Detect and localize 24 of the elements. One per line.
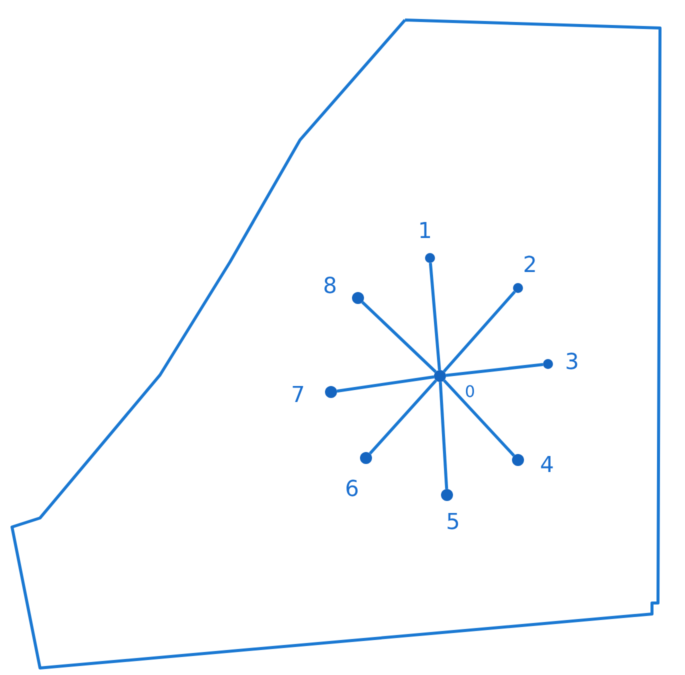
spoke-line: [361, 301, 437, 373]
end-point: [441, 489, 453, 501]
point-number: 2: [523, 255, 537, 277]
end-point: [360, 452, 372, 464]
point-number: 0: [464, 384, 476, 400]
point-number: 8: [323, 276, 337, 298]
end-point: [425, 253, 435, 263]
point-number: 5: [446, 512, 460, 534]
end-point: [513, 283, 523, 293]
spoke-line: [368, 379, 438, 455]
point-number: 7: [291, 385, 305, 407]
point-number: 3: [565, 352, 579, 374]
spoke-line: [438, 382, 448, 490]
spoke-line: [446, 363, 544, 377]
end-point: [543, 359, 553, 369]
spoke-line: [442, 290, 516, 372]
spoke-line: [336, 375, 434, 393]
point-number: 1: [418, 221, 432, 243]
end-point: [352, 292, 364, 304]
point-number: 6: [345, 479, 359, 501]
spoke-line: [428, 262, 441, 370]
end-point: [325, 386, 337, 398]
point-number: 4: [540, 455, 554, 477]
end-point: [512, 454, 524, 466]
